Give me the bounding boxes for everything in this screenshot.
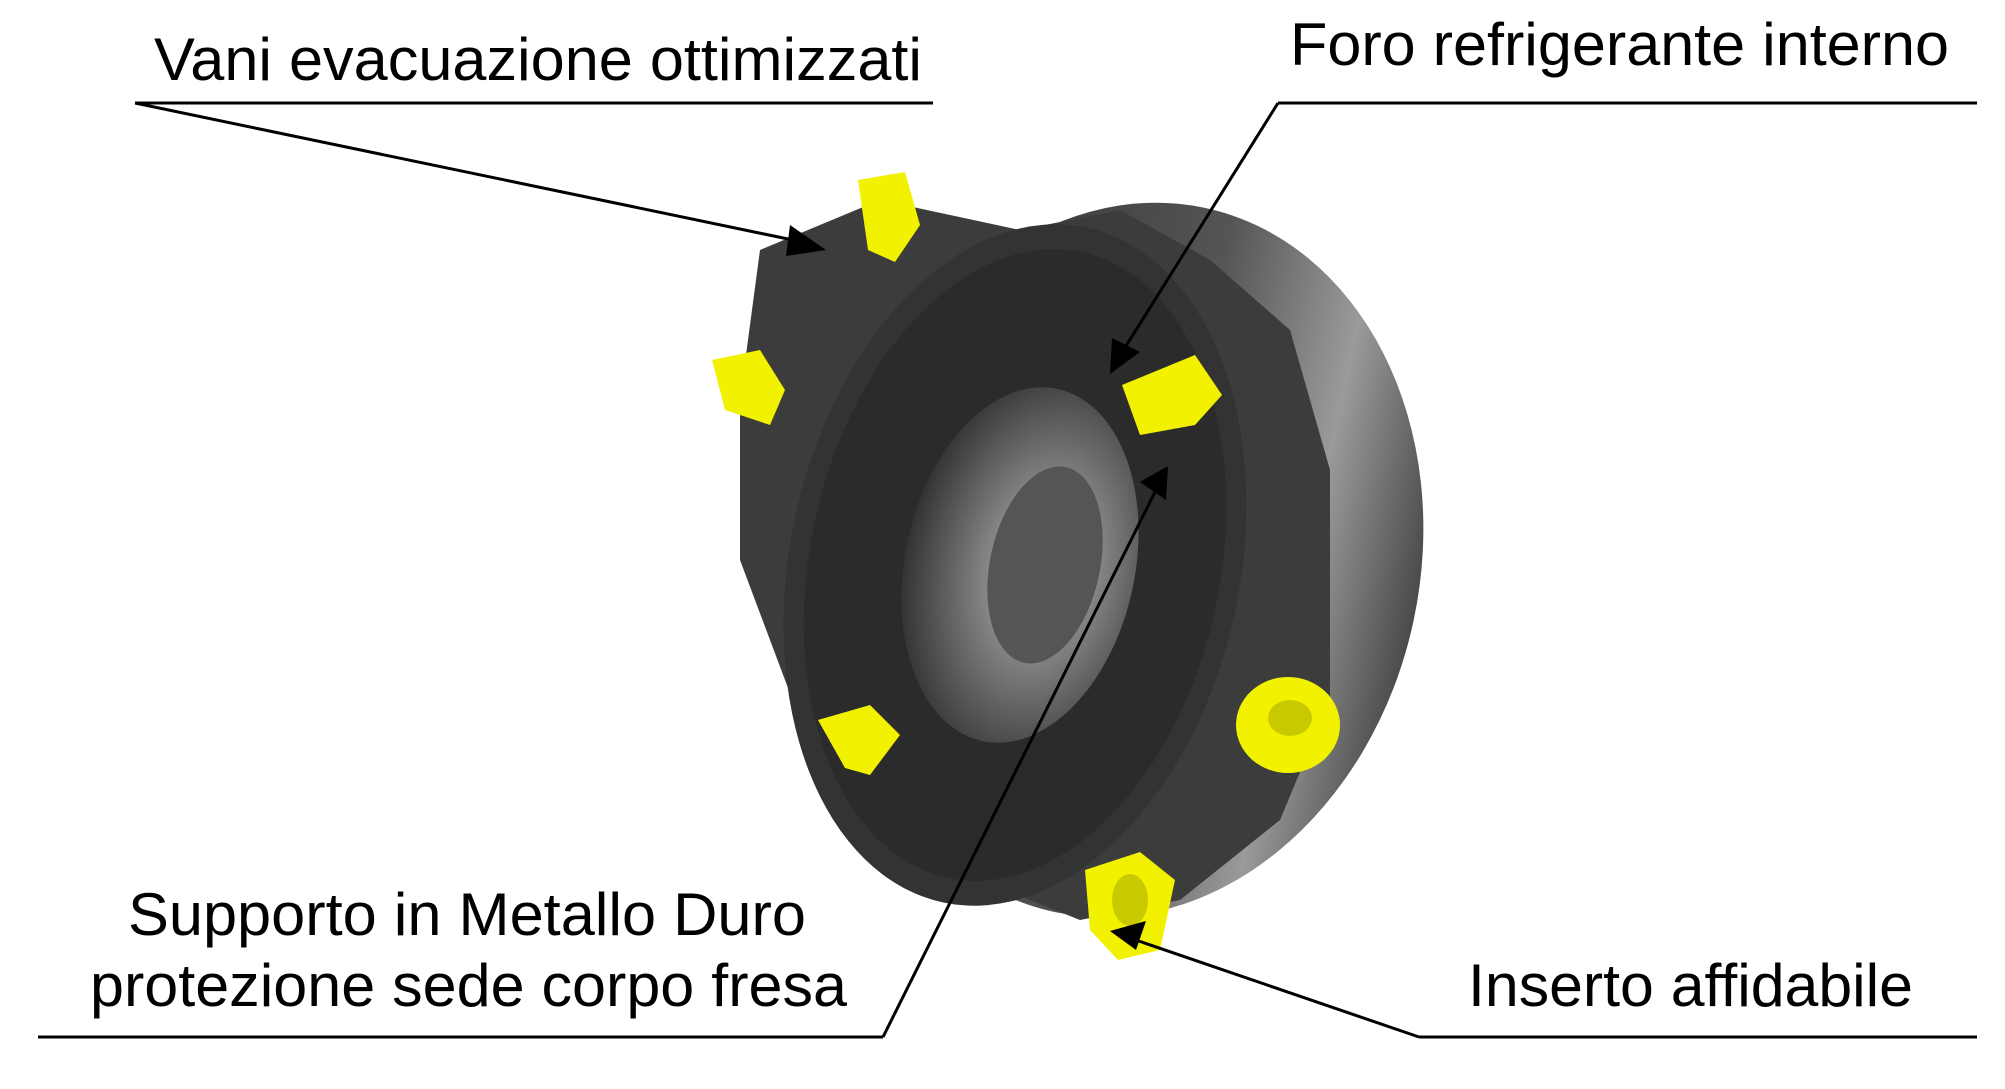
insert-4	[818, 705, 900, 775]
leader-chip-flutes	[134, 101, 813, 246]
insert-1	[858, 172, 920, 262]
arrowhead	[1140, 466, 1168, 500]
arrowhead	[1110, 338, 1140, 374]
inserts	[712, 172, 1340, 960]
leader-carbide	[881, 477, 1164, 1038]
label-carbide-line2: protezione sede corpo fresa	[90, 952, 848, 1019]
cutter-body	[740, 200, 1424, 920]
arrowhead	[1110, 921, 1146, 950]
insert-6	[1085, 852, 1175, 960]
arrowhead	[786, 225, 826, 256]
label-coolant: Foro refrigerante interno	[1290, 11, 1949, 78]
leader-insert	[1123, 934, 1420, 1039]
label-insert: Inserto affidabile	[1468, 952, 1913, 1019]
leader-coolant	[1114, 102, 1280, 363]
insert-3	[1122, 355, 1222, 435]
label-carbide-line1: Supporto in Metallo Duro	[128, 881, 806, 948]
callout-lines	[38, 101, 1977, 1039]
insert-2	[712, 350, 785, 425]
insert-5	[1236, 677, 1340, 773]
label-chip-flutes: Vani evacuazione ottimizzati	[154, 26, 922, 93]
